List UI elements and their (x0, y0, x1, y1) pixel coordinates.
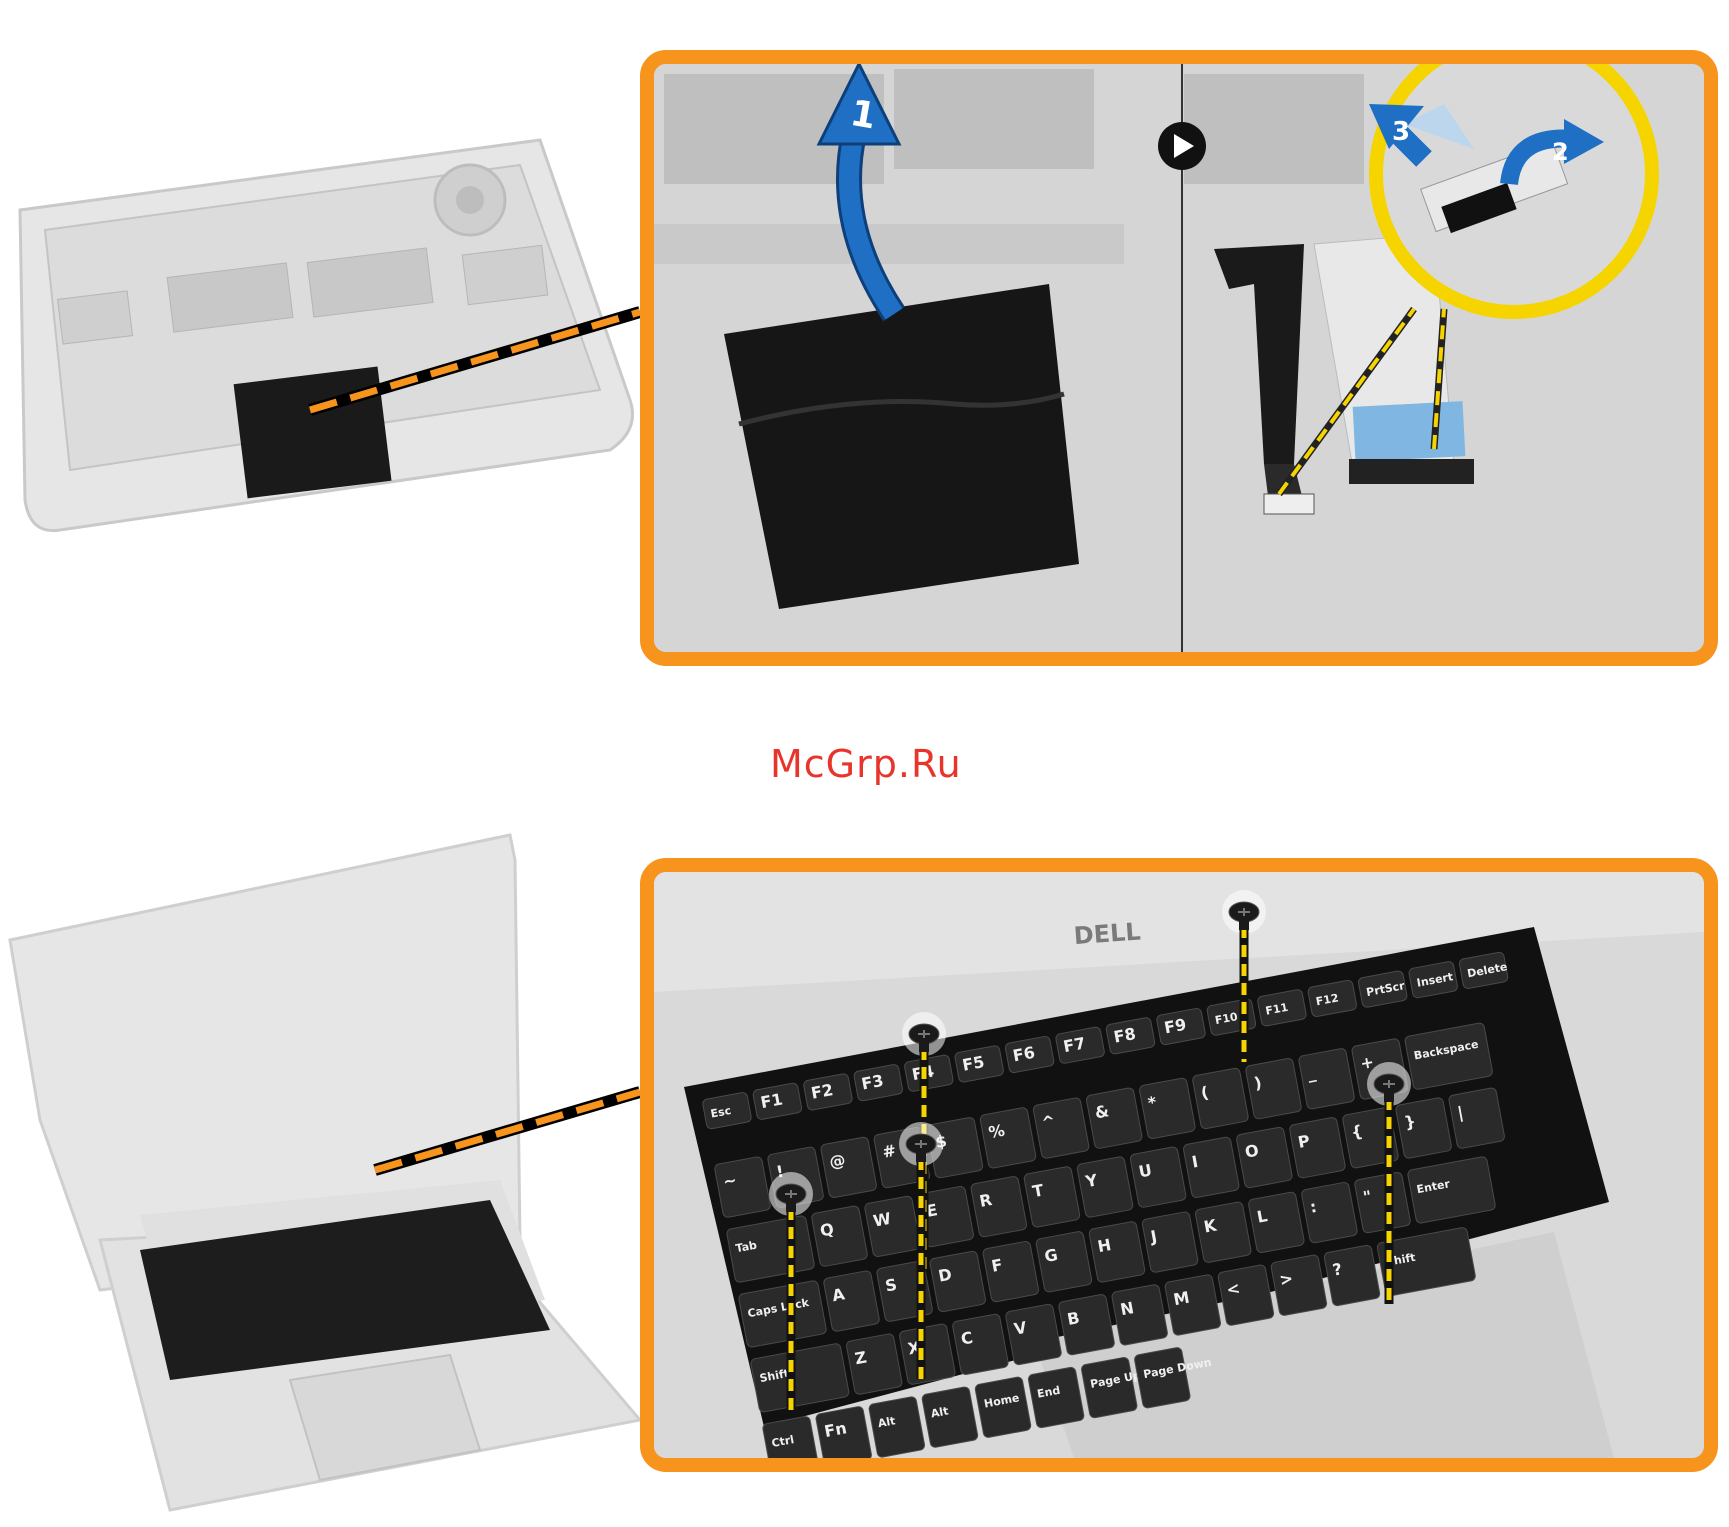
key-label: M (1172, 1288, 1191, 1310)
key-o: O (1236, 1127, 1293, 1189)
key--: @ (820, 1136, 877, 1198)
key-m: M (1164, 1274, 1221, 1336)
key-label: F2 (810, 1080, 835, 1103)
key--: : (1301, 1182, 1358, 1244)
dell-logo: DELL (1073, 917, 1142, 950)
key--: % (980, 1107, 1037, 1169)
key-u: U (1130, 1146, 1187, 1208)
key-t: T (1023, 1166, 1080, 1228)
step-2-label: 2 (1552, 138, 1569, 166)
key-j: J (1142, 1211, 1199, 1273)
black-mylar-tape (724, 284, 1079, 609)
key-z: Z (846, 1333, 903, 1395)
key--: ( (1192, 1068, 1249, 1130)
key-label: F7 (1062, 1033, 1087, 1056)
key--: & (1086, 1087, 1143, 1149)
key-d: D (929, 1251, 986, 1313)
key--: ^ (1033, 1097, 1090, 1159)
key-f: F (982, 1241, 1039, 1303)
key--: ) (1245, 1058, 1302, 1120)
key-q: Q (811, 1205, 868, 1267)
key-label: F3 (860, 1071, 885, 1094)
bottom-callout-leader-line (365, 1080, 645, 1180)
key--: < (1217, 1264, 1274, 1326)
key--: _ (1298, 1048, 1355, 1110)
key--: ~ (714, 1156, 771, 1218)
step-3-label: 3 (1392, 117, 1410, 147)
key-b: B (1058, 1294, 1115, 1356)
key-n: N (1111, 1284, 1168, 1346)
key-i: I (1183, 1136, 1240, 1198)
key-r: R (970, 1176, 1027, 1238)
key-label: Fn (823, 1418, 848, 1441)
key-home: Home (975, 1376, 1032, 1438)
key-label: F9 (1163, 1015, 1188, 1038)
key-label: F5 (961, 1052, 986, 1075)
key-l: L (1248, 1191, 1305, 1253)
key-w: W (864, 1195, 921, 1257)
key-y: Y (1077, 1156, 1134, 1218)
key--: } (1395, 1097, 1452, 1159)
key-v: V (1005, 1304, 1062, 1366)
key--: * (1139, 1077, 1196, 1139)
key-end: End (1028, 1367, 1085, 1429)
top-callout-leader-line (300, 300, 645, 420)
key-label: @ (828, 1150, 847, 1172)
key-p: P (1289, 1117, 1346, 1179)
key--: > (1270, 1254, 1327, 1316)
bottom-detail-callout: DELL EscF1F2F3F4F5F6F7F8F9F10F11F12PrtSc… (640, 858, 1718, 1472)
keyboard-screw-detail: DELL EscF1F2F3F4F5F6F7F8F9F10F11F12PrtSc… (654, 872, 1704, 1458)
watermark: McGrp.Ru (770, 742, 962, 786)
key-g: G (1035, 1231, 1092, 1293)
key-k: K (1195, 1201, 1252, 1263)
key-label: % (987, 1121, 1006, 1143)
key--: | (1448, 1087, 1505, 1149)
key--: ? (1324, 1245, 1381, 1307)
key-a: A (823, 1270, 880, 1332)
key-alt: Alt (921, 1386, 978, 1448)
key-label: F8 (1112, 1024, 1137, 1047)
key-label: F6 (1011, 1043, 1036, 1066)
key--: " (1354, 1172, 1411, 1234)
key-alt: Alt (868, 1396, 925, 1458)
top-detail-callout: 1 3 2 (640, 50, 1718, 666)
key-fn: Fn (815, 1406, 872, 1458)
key-c: C (952, 1313, 1009, 1375)
cable-removal-detail: 1 3 2 (654, 64, 1704, 652)
connector-magnifier (1376, 64, 1652, 312)
key-label: F1 (759, 1090, 784, 1113)
key-x: X (899, 1323, 956, 1385)
key-h: H (1089, 1221, 1146, 1283)
